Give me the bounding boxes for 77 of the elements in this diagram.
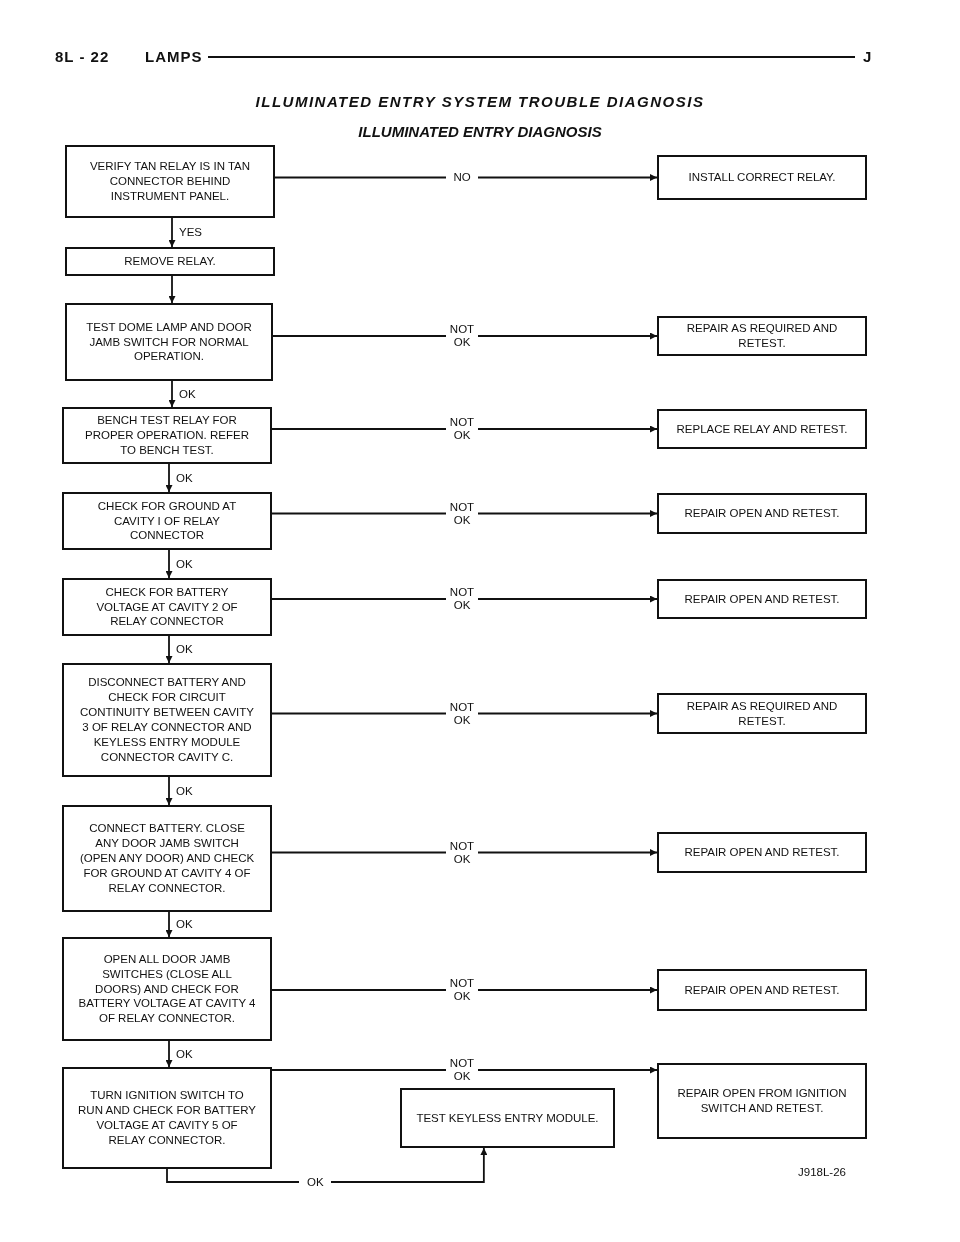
arrow	[165, 463, 173, 493]
process-box	[657, 579, 867, 619]
arrow	[272, 332, 658, 340]
process-box	[62, 492, 272, 550]
process-box	[657, 969, 867, 1011]
edge-label: YES	[179, 226, 202, 240]
edge-label: NOT OK	[446, 500, 478, 527]
arrow	[274, 174, 658, 181]
box-text: TEST DOME LAMP AND DOOR JAMB SWITCH FOR NORMAL OPERATION.	[85, 319, 253, 365]
process-box	[400, 1088, 615, 1148]
section-title: LAMPS	[145, 48, 203, 65]
box-text: REPAIR AS REQUIRED AND RETEST.	[685, 698, 839, 729]
process-box	[62, 937, 272, 1041]
box-text: DISCONNECT BATTERY AND CHECK FOR CIRCUIT CONTINUITY BETWEEN CAVITY 3 OF RELAY CONNECTOR AND KEYLESS ENTRY MODULE CONNECTOR CAVITY C.	[79, 675, 255, 765]
edge-label: OK	[299, 1175, 332, 1189]
box-text: BENCH TEST RELAY FOR PROPER OPERATION. REFER TO BENCH TEST.	[84, 413, 250, 458]
arrow	[271, 1066, 658, 1074]
box-text: OPEN ALL DOOR JAMB SWITCHES (CLOSE ALL DOORS) AND CHECK FOR BATTERY VOLTAGE AT CAVITY 4 OF RELAY CONNECTOR.	[78, 951, 256, 1027]
arrow	[271, 425, 658, 433]
box-text: REPAIR OPEN AND RETEST.	[684, 845, 840, 860]
box-text: REPAIR AS REQUIRED AND RETEST.	[685, 321, 839, 351]
process-box	[62, 407, 272, 464]
box-text: REMOVE RELAY.	[124, 254, 216, 269]
page-title: ILLUMINATED ENTRY SYSTEM TROUBLE DIAGNOSIS	[254, 93, 706, 110]
process-box	[62, 578, 272, 636]
edge-label: OK	[176, 471, 193, 485]
figure-code: J918L-26	[798, 1166, 846, 1178]
process-box	[62, 805, 272, 912]
process-box	[657, 155, 867, 200]
arrow	[271, 849, 658, 856]
box-text: VERIFY TAN RELAY IS IN TAN CONNECTOR BEHIND INSTRUMENT PANEL.	[88, 159, 252, 204]
box-text: REPAIR OPEN AND RETEST.	[684, 982, 840, 998]
box-text: TEST KEYLESS ENTRY MODULE.	[416, 1110, 599, 1126]
arrow	[166, 1147, 488, 1183]
process-box	[65, 145, 275, 218]
box-text: REPAIR OPEN FROM IGNITION SWITCH AND RETEST.	[676, 1086, 848, 1116]
process-box	[657, 409, 867, 449]
process-box	[65, 303, 273, 381]
arrow	[165, 776, 173, 806]
edge-label: OK	[176, 1047, 193, 1061]
box-text: CONNECT BATTERY. CLOSE ANY DOOR JAMB SWITCH (OPEN ANY DOOR) AND CHECK FOR GROUND AT CAVITY 4 OF RELAY CONNECTOR.	[78, 821, 256, 896]
page-number: 8L - 22	[55, 48, 110, 65]
box-text: REPLACE RELAY AND RETEST.	[676, 421, 848, 437]
process-box	[62, 663, 272, 777]
process-box	[65, 247, 275, 276]
process-box	[657, 693, 867, 734]
arrow	[168, 380, 176, 408]
arrow	[271, 595, 658, 603]
edge-label: OK	[176, 784, 193, 798]
process-box	[657, 1063, 867, 1139]
box-text: REPAIR OPEN AND RETEST.	[684, 506, 840, 521]
process-box	[62, 1067, 272, 1169]
process-box	[657, 316, 867, 356]
box-text: REPAIR OPEN AND RETEST.	[684, 591, 840, 607]
arrow	[165, 911, 173, 938]
edge-label: NOT OK	[446, 700, 478, 727]
edge-label: NOT OK	[446, 839, 478, 866]
arrow	[165, 549, 173, 579]
edge-label: OK	[179, 387, 196, 401]
header-letter: J	[863, 48, 872, 65]
arrow	[165, 635, 173, 664]
chart-heading: ILLUMINATED ENTRY DIAGNOSIS	[357, 123, 603, 140]
arrow	[168, 275, 176, 304]
edge-label: OK	[176, 643, 193, 657]
box-text: CHECK FOR GROUND AT CAVITY I OF RELAY CONNECTOR	[96, 498, 238, 544]
process-box	[657, 832, 867, 873]
box-text: TURN IGNITION SWITCH TO RUN AND CHECK FOR BATTERY VOLTAGE AT CAVITY 5 OF RELAY CONNECTOR.	[78, 1088, 256, 1148]
edge-label: OK	[176, 918, 193, 932]
arrow	[271, 710, 658, 717]
arrow	[271, 986, 658, 994]
process-box	[657, 493, 867, 534]
box-text: INSTALL CORRECT RELAY.	[688, 170, 836, 185]
arrow	[168, 217, 176, 248]
edge-label: OK	[176, 557, 193, 571]
box-text: CHECK FOR BATTERY VOLTAGE AT CAVITY 2 OF RELAY CONNECTOR	[95, 584, 239, 630]
arrow	[271, 510, 658, 517]
arrow	[165, 1040, 173, 1068]
